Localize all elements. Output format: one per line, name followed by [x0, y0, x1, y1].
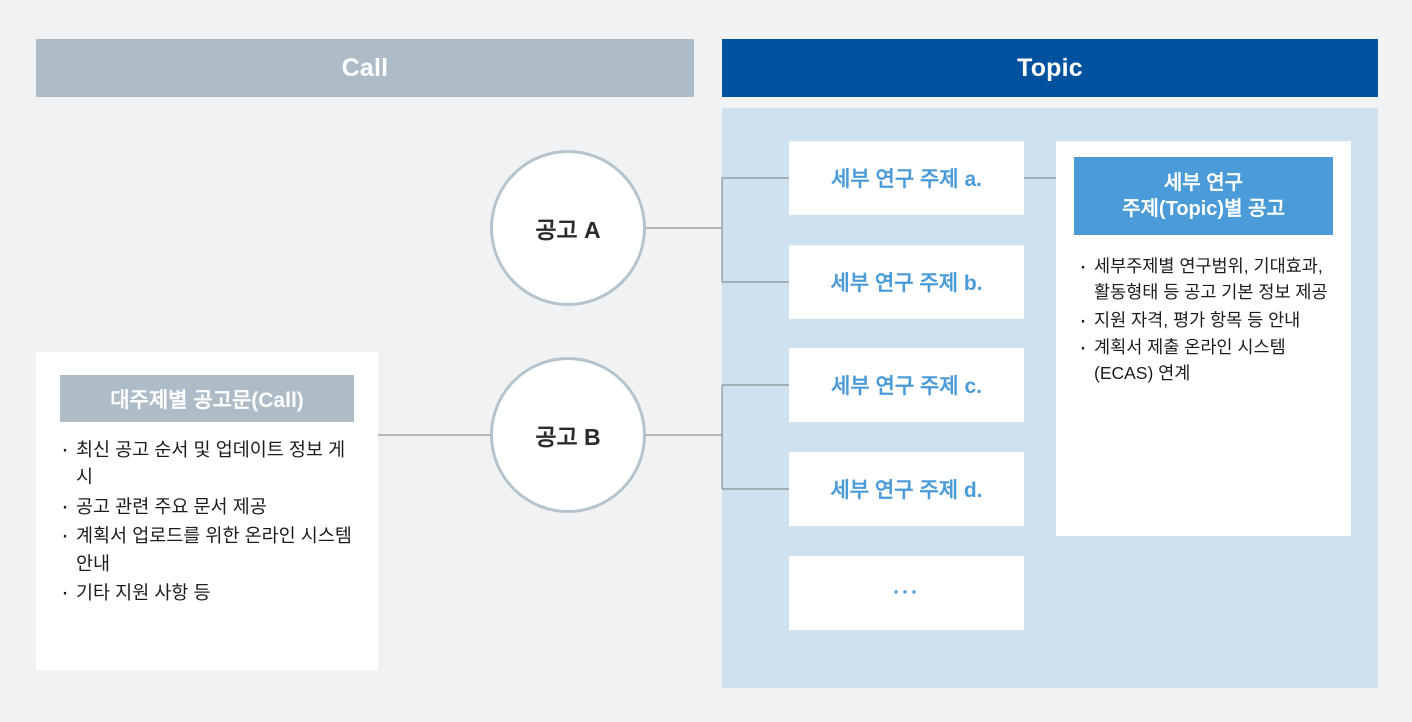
node-circle-label: 공고 B: [535, 424, 601, 450]
topic-detail-card: 세부 연구 주제(Topic)별 공고 세부주제별 연구범위, 기대효과, 활동…: [1056, 141, 1351, 536]
node-circle-gonggo-a[interactable]: 공고 A: [490, 150, 646, 306]
call-card-bullet-list: 최신 공고 순서 및 업데이트 정보 게시 공고 관련 주요 문서 제공 계획서…: [36, 434, 378, 609]
call-card-title: 대주제별 공고문(Call): [60, 375, 354, 422]
node-circle-gonggo-b[interactable]: 공고 B: [490, 357, 646, 513]
topic-card-label: 세부 연구 주제 d.: [830, 479, 983, 502]
list-item: 지원 자격, 평가 항목 등 안내: [1078, 304, 1337, 335]
topic-detail-title-line2: 주제(Topic)별 공고: [1122, 198, 1285, 220]
call-detail-card: 대주제별 공고문(Call) 최신 공고 순서 및 업데이트 정보 게시 공고 …: [36, 352, 378, 670]
topic-card-a[interactable]: 세부 연구 주제 a.: [789, 141, 1024, 215]
topic-card-label: 세부 연구 주제 c.: [831, 375, 982, 398]
node-circle-label: 공고 A: [535, 217, 601, 243]
topic-detail-bullet-list: 세부주제별 연구범위, 기대효과, 활동형태 등 공고 기본 정보 제공 지원 …: [1056, 251, 1351, 387]
list-item: 계획서 제출 온라인 시스템(ECAS) 연계: [1078, 332, 1337, 387]
topic-detail-title-line1: 세부 연구: [1163, 172, 1244, 194]
topic-card-more[interactable]: ···: [789, 556, 1024, 630]
topic-detail-title: 세부 연구 주제(Topic)별 공고: [1074, 157, 1333, 235]
list-item: 최신 공고 순서 및 업데이트 정보 게시: [60, 434, 358, 491]
list-item: 공고 관련 주요 문서 제공: [60, 491, 358, 523]
call-column-header: Call: [36, 39, 694, 97]
topic-card-label: 세부 연구 주제 b.: [830, 272, 983, 295]
topic-card-d[interactable]: 세부 연구 주제 d.: [789, 452, 1024, 526]
ellipsis-icon: ···: [893, 581, 920, 604]
topic-card-b[interactable]: 세부 연구 주제 b.: [789, 245, 1024, 319]
list-item: 기타 지원 사항 등: [60, 577, 358, 609]
list-item: 세부주제별 연구범위, 기대효과, 활동형태 등 공고 기본 정보 제공: [1078, 251, 1337, 306]
topic-column-header: Topic: [722, 39, 1378, 97]
list-item: 계획서 업로드를 위한 온라인 시스템 안내: [60, 520, 358, 577]
topic-card-label: 세부 연구 주제 a.: [831, 168, 982, 191]
topic-card-c[interactable]: 세부 연구 주제 c.: [789, 348, 1024, 422]
